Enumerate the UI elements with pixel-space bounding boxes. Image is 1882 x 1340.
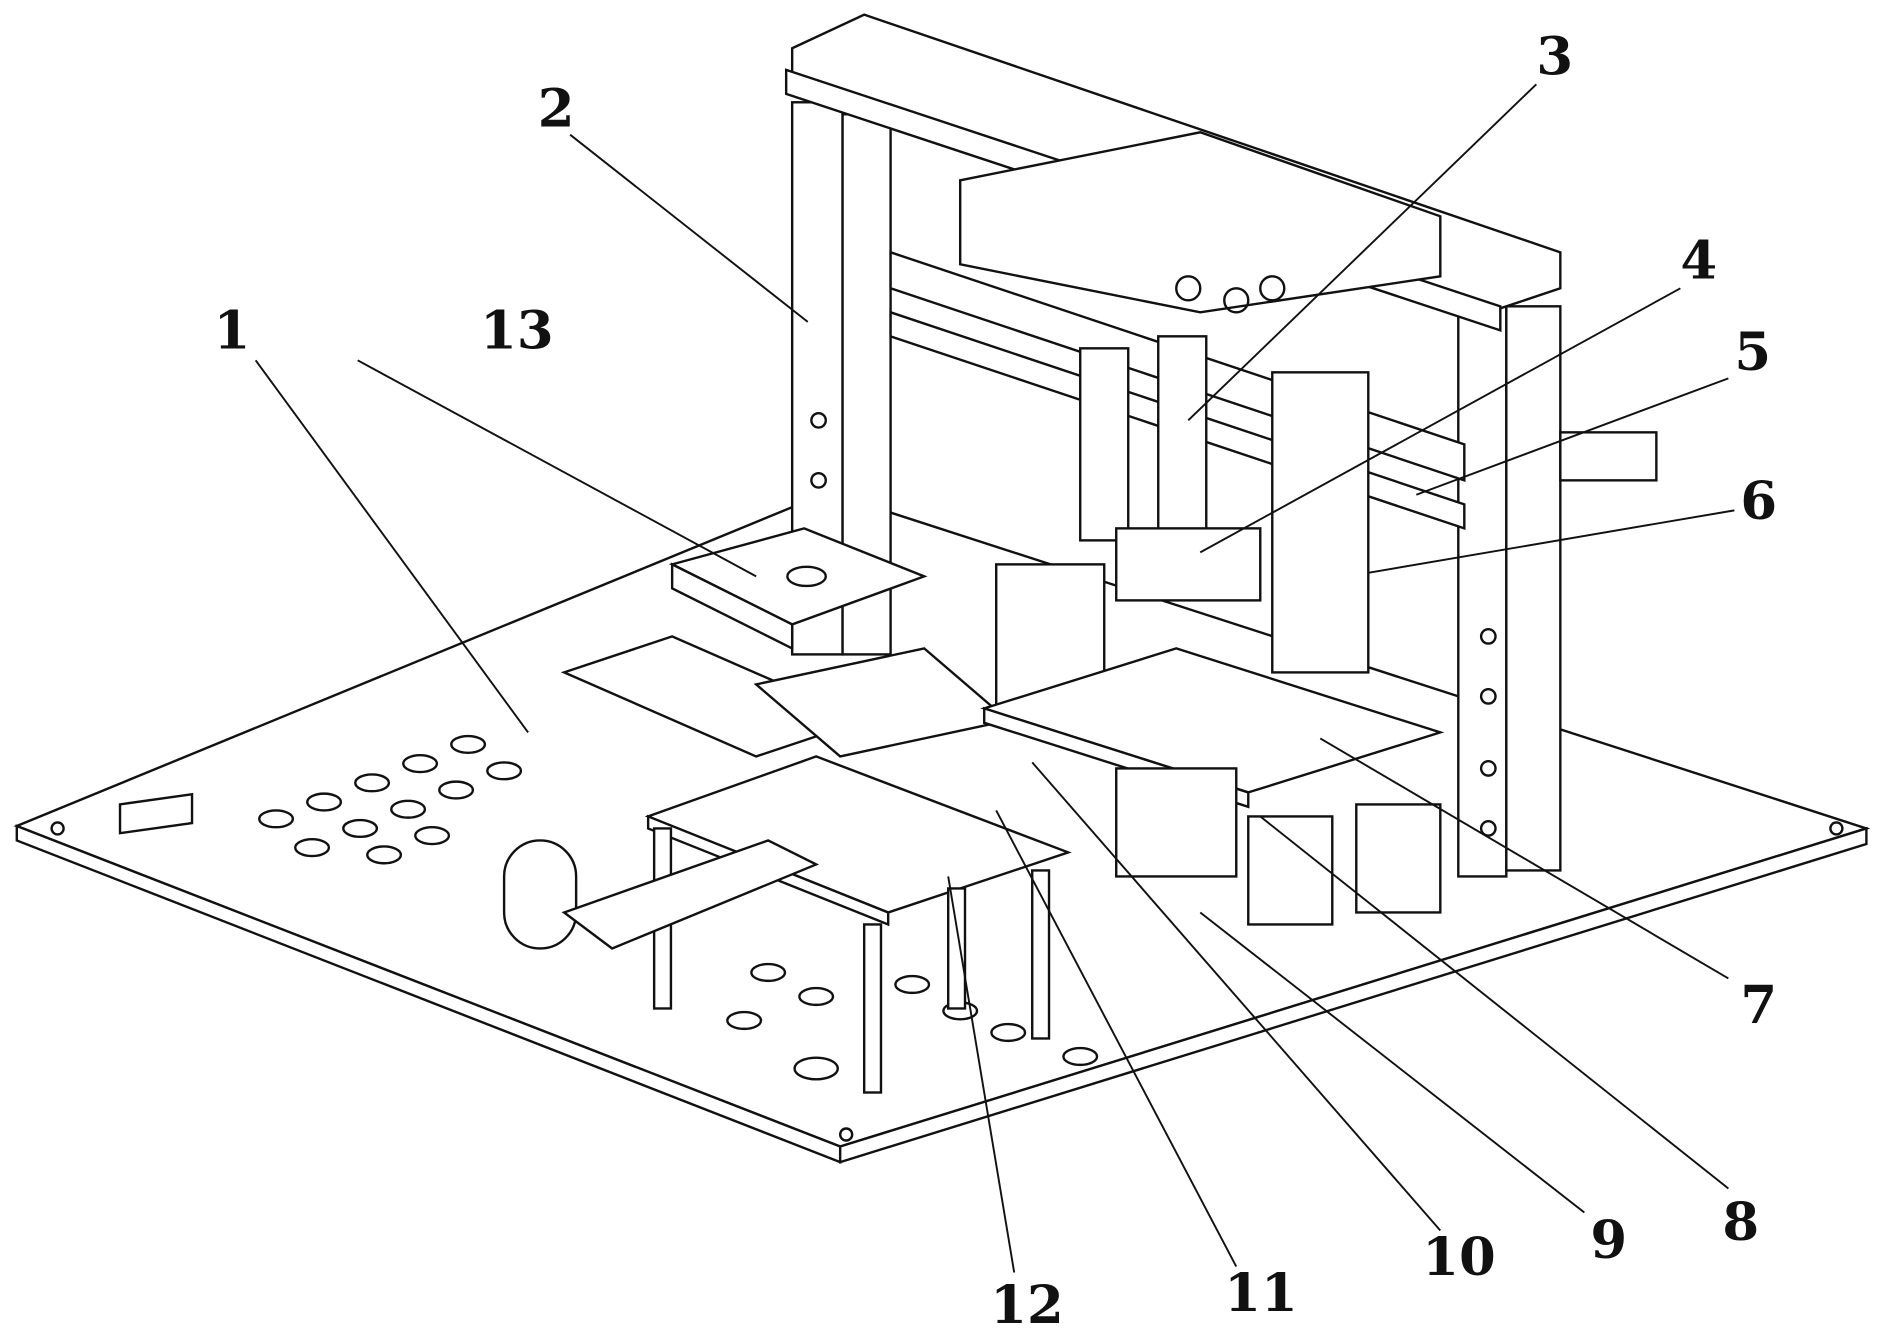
leader-lines bbox=[254, 83, 1735, 1273]
label-2: 2 bbox=[538, 77, 575, 139]
label-9: 9 bbox=[1590, 1209, 1627, 1271]
label-6: 6 bbox=[1740, 470, 1777, 532]
label-5: 5 bbox=[1734, 321, 1771, 383]
label-11: 11 bbox=[1224, 1262, 1297, 1324]
left-table-12 bbox=[502, 755, 1072, 1094]
label-13: 13 bbox=[480, 299, 553, 361]
label-3: 3 bbox=[1536, 26, 1573, 88]
part-labels: 1 2 3 4 5 6 7 8 9 10 11 12 13 bbox=[214, 26, 1777, 1336]
right-table bbox=[753, 563, 1445, 926]
label-12: 12 bbox=[990, 1274, 1063, 1336]
label-4: 4 bbox=[1680, 230, 1717, 292]
label-1: 1 bbox=[214, 299, 251, 361]
label-7: 7 bbox=[1740, 974, 1777, 1036]
label-8: 8 bbox=[1722, 1191, 1759, 1253]
carriage-head bbox=[959, 131, 1658, 674]
label-10: 10 bbox=[1422, 1226, 1495, 1288]
